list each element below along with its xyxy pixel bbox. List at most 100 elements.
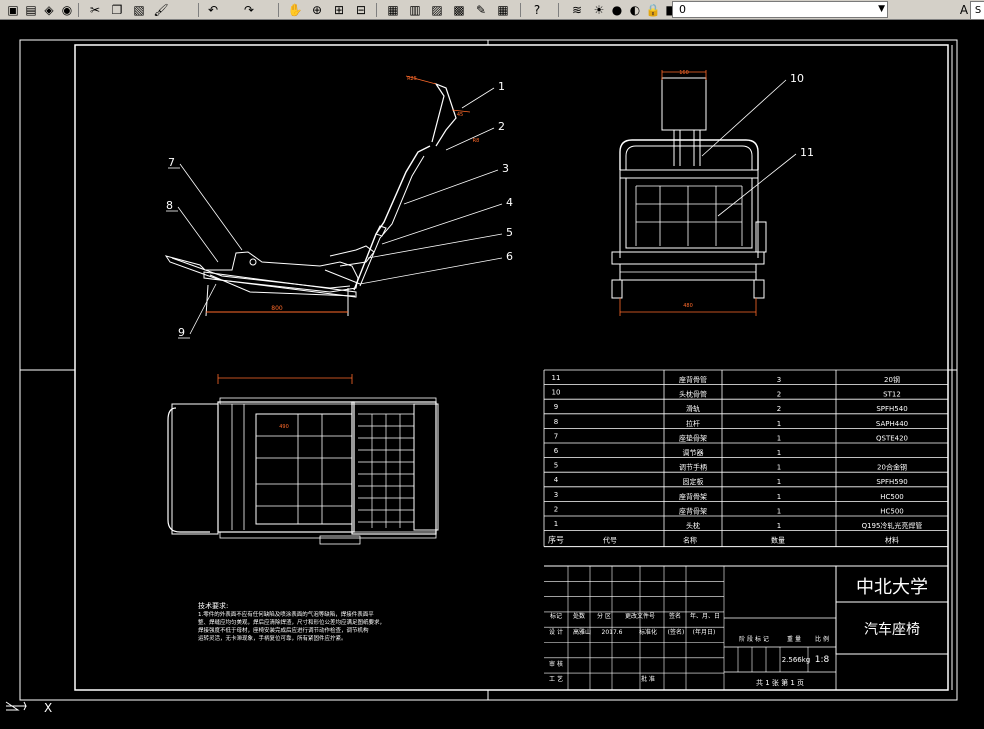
tb-scale-value: 1:8: [815, 655, 830, 665]
tb-std-sign: (签名): [668, 628, 685, 636]
sheet-set-icon[interactable]: ▩: [453, 2, 465, 17]
plot-icon[interactable]: ◈: [44, 2, 54, 17]
callout-4: 4: [381, 196, 513, 245]
part-number: 3: [554, 491, 558, 499]
callout-number: 2: [498, 120, 505, 133]
tb-count: 处数: [573, 612, 585, 620]
dimension-text-490: 490: [279, 424, 289, 430]
preview-icon[interactable]: ◉: [61, 2, 73, 17]
part-number: 8: [554, 418, 558, 426]
ucs-label: X: [44, 701, 52, 715]
rail-support: [209, 274, 356, 297]
backrest-frame-front: [353, 145, 431, 291]
backrest-grid: [255, 413, 353, 525]
part-qty: 1: [777, 493, 781, 501]
part-material: 20钢: [884, 375, 900, 384]
layer-color-icon[interactable]: ■: [665, 2, 677, 17]
notes-line: 1.零件的外表面不应有任何缺陷及喷涂表面的气泡等缺陷，焊接件表面平: [198, 610, 374, 618]
headrest-outline: [431, 82, 457, 147]
part-name: 座背骨架: [679, 506, 707, 515]
callout-number: 5: [506, 226, 513, 239]
dimension-text-480: 480: [683, 303, 693, 309]
dimension-leader: [451, 109, 471, 113]
undo-icon[interactable]: ↶: [207, 2, 219, 17]
callout-leader: [177, 206, 219, 263]
tb-design: 设 计: [549, 628, 563, 636]
save-icon[interactable]: ▤: [25, 2, 37, 17]
tb-sign: 签名: [669, 612, 681, 620]
calculator-icon[interactable]: ▦: [497, 2, 509, 17]
pan-icon[interactable]: ✋: [287, 2, 303, 17]
redo-icon[interactable]: ↷: [243, 2, 255, 17]
part-qty: 1: [777, 420, 781, 428]
header-name: 名称: [683, 536, 697, 545]
part-qty: 3: [777, 376, 781, 384]
part-material: SPFH590: [876, 478, 907, 486]
part-number: 5: [554, 462, 558, 470]
cut-icon[interactable]: ✂: [89, 2, 101, 17]
chevron-down-icon[interactable]: ▼: [878, 4, 885, 14]
layer-lock-icon[interactable]: 🔒: [645, 2, 661, 17]
tb-std-date: (年月日): [693, 628, 716, 636]
slide-rail: [203, 271, 357, 298]
tb-design-date: 2017.6: [602, 629, 623, 636]
layer-manager-icon[interactable]: ≋: [571, 2, 583, 17]
properties-icon[interactable]: ▦: [387, 2, 399, 17]
toolbar-separator: [78, 3, 79, 17]
part-name: 滑轨: [686, 404, 700, 413]
copy-icon[interactable]: ❐: [111, 2, 123, 17]
dimension-leader: [405, 75, 437, 85]
match-properties-icon[interactable]: 🖌: [153, 2, 169, 17]
help-icon[interactable]: ?: [533, 2, 541, 17]
tb-zone: 分 区: [597, 612, 611, 620]
headrest-top: [167, 407, 210, 533]
markup-icon[interactable]: ✎: [475, 2, 487, 17]
callout-3: 3: [403, 162, 509, 205]
top-rail: [219, 397, 437, 405]
tool-palettes-icon[interactable]: ▨: [431, 2, 443, 17]
layer-combo[interactable]: 0▼: [672, 1, 888, 18]
callout-leader: [381, 203, 503, 245]
header-qty: 数量: [771, 536, 785, 545]
header-code: 代号: [603, 536, 617, 545]
layer-off-icon[interactable]: ●: [611, 2, 623, 17]
callout-number: 7: [168, 156, 175, 169]
side-handle: [755, 221, 767, 253]
tb-craft: 工 艺: [549, 675, 563, 683]
callout-leader: [461, 87, 495, 109]
zoom-window-icon[interactable]: ⊞: [333, 2, 345, 17]
text-style-combo[interactable]: S: [970, 1, 984, 20]
part-qty: 1: [777, 464, 781, 472]
layer-freeze-icon[interactable]: ◐: [629, 2, 641, 17]
bottom-rail: [219, 531, 437, 539]
design-center-icon[interactable]: ▥: [409, 2, 421, 17]
part-number: 9: [554, 403, 558, 411]
part-name: 固定板: [683, 477, 704, 486]
backrest-panel: [625, 177, 753, 249]
part-number: 1: [554, 520, 558, 528]
text-style-icon[interactable]: A: [959, 2, 969, 17]
backrest-frame-rear: [359, 155, 425, 287]
adjust-handle: [329, 245, 375, 267]
callout-6: 6: [359, 250, 513, 285]
dimension-text-160: 160: [679, 70, 689, 76]
paste-icon[interactable]: ▧: [133, 2, 145, 17]
foot-left: [611, 279, 623, 299]
open-icon[interactable]: ▣: [7, 2, 19, 17]
callout-number: 4: [506, 196, 513, 209]
zoom-realtime-icon[interactable]: ⊕: [311, 2, 323, 17]
tb-weight-value: 2.566kg: [782, 656, 811, 664]
headrest-front: [661, 77, 707, 131]
callout-leader: [179, 163, 243, 251]
part-qty: 2: [777, 391, 781, 399]
part-number: 6: [554, 447, 559, 455]
layer-state-icon[interactable]: ☀: [593, 2, 605, 17]
zoom-previous-icon[interactable]: ⊟: [355, 2, 367, 17]
part-qty: 1: [777, 478, 781, 486]
callout-leader: [367, 233, 503, 259]
recliner-knob: [375, 225, 387, 237]
